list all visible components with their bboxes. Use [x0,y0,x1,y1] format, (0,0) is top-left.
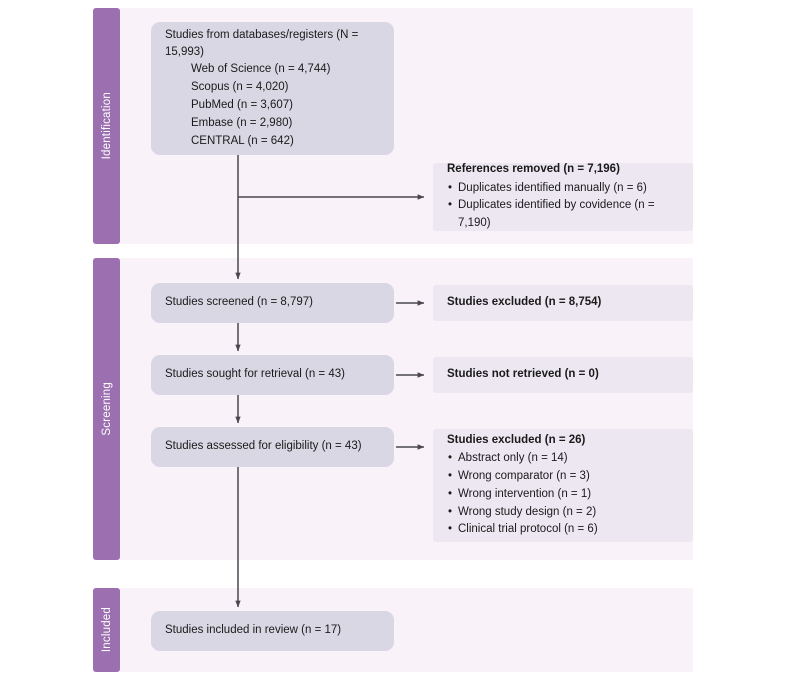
references-removed-list: Duplicates identified manually (n = 6) D… [447,180,679,233]
studies-sought-label: Studies sought for retrieval (n = 43) [165,368,345,381]
box-studies-assessed-for-eligibility: Studies assessed for eligibility (n = 43… [151,427,394,467]
references-removed-item: Duplicates identified manually (n = 6) [447,180,679,198]
studies-not-retrieved-label: Studies not retrieved (n = 0) [447,367,599,380]
source-item: Scopus (n = 4,020) [191,81,289,94]
box-studies-screened: Studies screened (n = 8,797) [151,283,394,323]
box-studies-excluded-eligibility: Studies excluded (n = 26) Abstract only … [433,429,693,542]
stage-label-included: Included [100,607,113,653]
exclusion-reason-item: Wrong intervention (n = 1) [447,486,679,504]
box-identification-sources: Studies from databases/registers (N = 15… [151,22,394,155]
box-studies-excluded-screened: Studies excluded (n = 8,754) [433,285,693,321]
box-studies-not-retrieved: Studies not retrieved (n = 0) [433,357,693,393]
stage-bar-screening: Screening [93,258,120,560]
stage-label-identification: Identification [100,92,113,160]
studies-screened-label: Studies screened (n = 8,797) [165,296,313,309]
exclusion-reason-item: Abstract only (n = 14) [447,450,679,468]
studies-excluded-screened-label: Studies excluded (n = 8,754) [447,295,602,308]
references-removed-title: References removed (n = 7,196) [447,163,620,176]
studies-excluded-eligibility-list: Abstract only (n = 14) Wrong comparator … [447,450,679,539]
stage-bar-identification: Identification [93,8,120,244]
box-studies-included: Studies included in review (n = 17) [151,611,394,651]
box-references-removed: References removed (n = 7,196) Duplicate… [433,163,693,231]
source-item: Web of Science (n = 4,744) [191,63,331,76]
source-item: PubMed (n = 3,607) [191,99,293,112]
exclusion-reason-item: Wrong comparator (n = 3) [447,468,679,486]
box-studies-sought-for-retrieval: Studies sought for retrieval (n = 43) [151,355,394,395]
references-removed-item: Duplicates identified by covidence (n = … [447,197,679,233]
studies-assessed-label: Studies assessed for eligibility (n = 43… [165,440,362,453]
sources-header: Studies from databases/registers (N = 15… [165,28,359,58]
source-item: CENTRAL (n = 642) [191,134,294,147]
sources-list: Web of Science (n = 4,744) Scopus (n = 4… [165,61,380,150]
stage-bar-included: Included [93,588,120,672]
exclusion-reason-item: Wrong study design (n = 2) [447,504,679,522]
source-item: Embase (n = 2,980) [191,116,293,129]
studies-excluded-eligibility-title: Studies excluded (n = 26) [447,433,586,446]
studies-included-label: Studies included in review (n = 17) [165,624,342,637]
exclusion-reason-item: Clinical trial protocol (n = 6) [447,521,679,539]
stage-label-screening: Screening [100,382,113,436]
